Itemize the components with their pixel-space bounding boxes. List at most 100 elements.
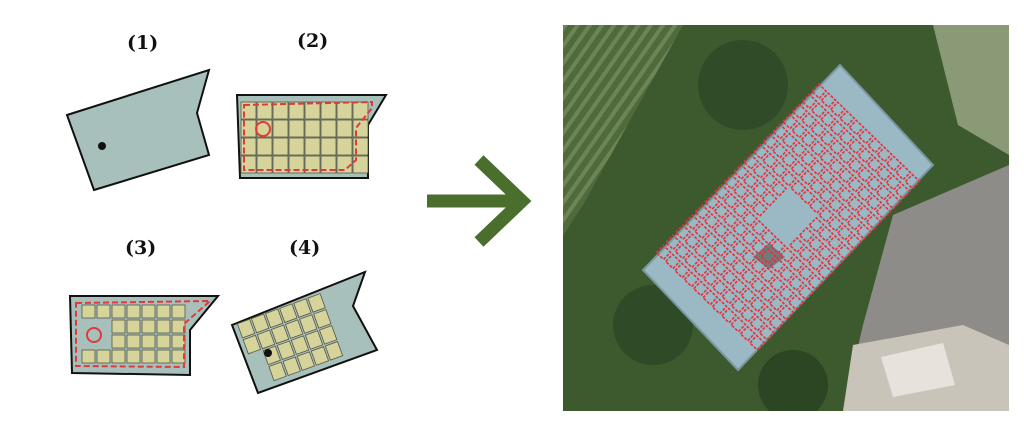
photo-panel	[836, 243, 853, 261]
photo-panel	[810, 121, 827, 138]
photo-panel	[771, 123, 789, 140]
photo-panel	[721, 288, 738, 305]
photo-panel	[808, 197, 826, 215]
photo-panel	[664, 234, 682, 251]
panel-cell	[256, 137, 273, 156]
photo-panel	[761, 190, 778, 208]
panel-cell	[111, 334, 126, 349]
photo-panel	[788, 256, 805, 273]
photo-panel	[730, 278, 748, 295]
panel-cell	[282, 356, 301, 377]
panel-cell	[126, 349, 141, 364]
photo-panel	[798, 226, 815, 244]
photo-panel	[693, 223, 711, 240]
building-right-top	[881, 343, 955, 397]
photo-panel	[787, 294, 805, 311]
photo-panel	[856, 166, 874, 183]
field-right	[933, 25, 1009, 155]
photo-panel	[846, 214, 863, 232]
photo-panel	[703, 232, 720, 249]
photo-panel	[778, 285, 795, 302]
photo-panel	[828, 158, 845, 175]
photo-panel	[674, 243, 691, 260]
step-3-roof	[68, 295, 221, 377]
photo-panel	[816, 264, 834, 281]
panel-cell	[318, 325, 338, 345]
photo-panel	[797, 265, 815, 282]
panel-cell	[336, 101, 353, 120]
photo-panel	[741, 229, 758, 247]
panel-cell	[304, 119, 321, 138]
photo-panel	[837, 205, 854, 223]
panel-cell	[313, 309, 332, 329]
photo-panel	[875, 203, 892, 221]
photo-panel	[693, 261, 710, 278]
photo-panel	[739, 306, 757, 323]
photo-panel	[761, 152, 779, 169]
photo-panel	[829, 120, 846, 137]
photo-panel	[742, 172, 759, 190]
photo-panel	[819, 130, 836, 147]
photo-panel	[807, 274, 824, 291]
field	[563, 25, 683, 235]
panel-cell	[288, 137, 305, 156]
photo-panel	[741, 210, 759, 228]
panel-cell	[272, 137, 289, 156]
panel-cell	[156, 349, 171, 364]
photo-panel	[750, 258, 767, 275]
panel-cell	[141, 349, 156, 364]
photo-panel	[713, 183, 730, 201]
photo-panel	[730, 297, 747, 314]
photo-panel	[733, 163, 750, 181]
photo-panel	[847, 138, 865, 155]
photo-panel	[855, 223, 873, 241]
panel-cell	[126, 304, 141, 319]
photo-panel	[810, 102, 827, 119]
panel-cell	[336, 137, 353, 156]
photo-panel	[800, 131, 817, 148]
panel-cell	[288, 155, 305, 174]
photo-panel	[768, 314, 785, 331]
photo-panel	[673, 262, 691, 279]
photo-panel	[818, 168, 836, 185]
panel-cell	[288, 119, 305, 138]
step-label-3: (3)	[125, 237, 157, 259]
photo-panel	[749, 315, 766, 332]
photo-panel	[817, 206, 835, 224]
panel-cell	[272, 101, 289, 120]
photo-panel	[866, 156, 883, 173]
photo-panel	[722, 192, 740, 210]
photo-panel	[722, 231, 739, 248]
photo-panel	[712, 221, 730, 239]
photo-panel	[759, 248, 777, 265]
photo-panel	[655, 244, 672, 261]
photo-panel	[758, 324, 775, 341]
photo-panel	[846, 233, 863, 251]
photo-panel	[721, 269, 738, 286]
photo-panel	[791, 122, 808, 139]
photo-panel	[684, 213, 701, 231]
panel-cell	[96, 304, 111, 319]
photo-panel	[836, 224, 854, 242]
photo-panel	[748, 334, 766, 351]
panel-cell	[279, 303, 298, 323]
photo-panel	[847, 176, 864, 193]
panel-cell	[304, 101, 321, 120]
panel-cell	[276, 340, 296, 361]
photo-panel	[828, 139, 846, 156]
photo-panel	[846, 195, 864, 213]
photo-panel	[742, 153, 760, 170]
photo-panel	[702, 251, 720, 268]
photo-panel	[818, 187, 835, 205]
panel-cell	[171, 304, 186, 319]
photo-panel	[712, 241, 729, 258]
photo-panel	[895, 164, 912, 181]
photo-panel	[742, 191, 759, 209]
photo-panel	[731, 259, 748, 276]
panel-cell	[336, 155, 353, 174]
photo-panel	[885, 155, 903, 172]
photo-panel	[799, 188, 816, 206]
photo-panel	[865, 213, 882, 231]
photo-panel	[771, 161, 788, 178]
